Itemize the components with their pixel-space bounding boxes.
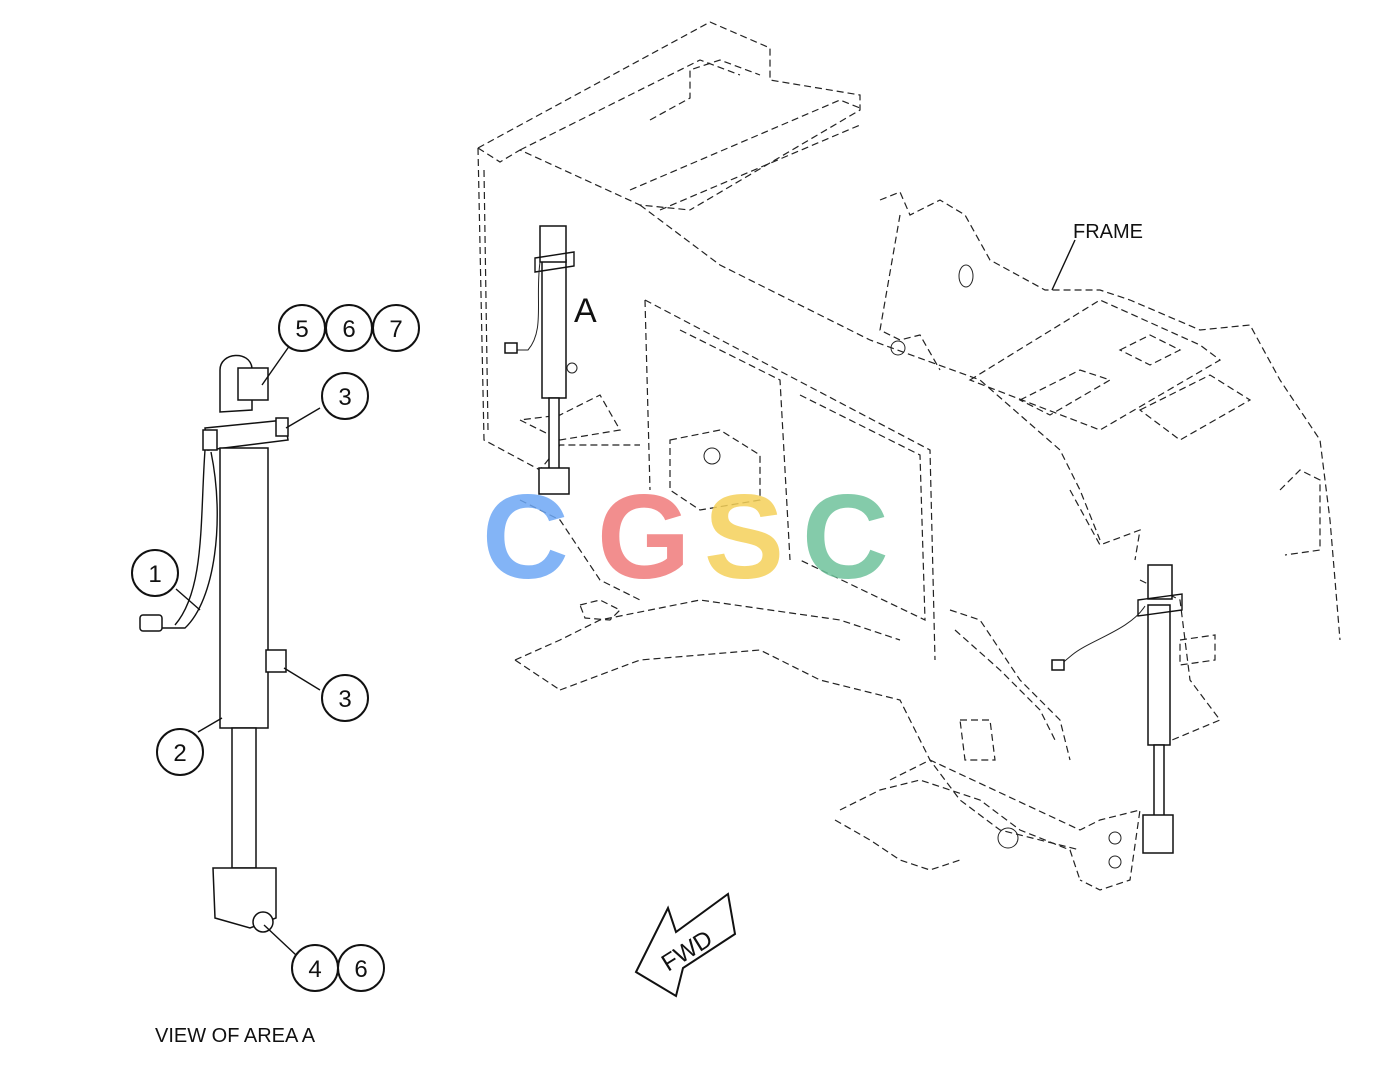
svg-text:7: 7: [389, 316, 402, 343]
callout-2: 2: [156, 728, 204, 776]
svg-text:3: 3: [338, 686, 351, 713]
callout-6-top: 6: [325, 304, 373, 352]
watermark-letter-1: C: [482, 470, 569, 604]
svg-text:6: 6: [342, 316, 355, 343]
view-caption: VIEW OF AREA A: [155, 1025, 316, 1047]
callout-3-lower: 3: [321, 674, 369, 722]
callout-3-top: 3: [321, 372, 369, 420]
frame-cylinder-area-a: [504, 225, 578, 495]
watermark-logo: C G S C: [482, 470, 889, 604]
callout-5: 5: [278, 304, 326, 352]
detail-cylinder: [139, 354, 289, 933]
frame-drawing: [477, 21, 1341, 891]
watermark-letter-3: S: [704, 470, 784, 604]
callout-6-bottom: 6: [337, 944, 385, 992]
frame-cylinder-right: [1051, 564, 1183, 854]
svg-text:6: 6: [354, 956, 367, 983]
watermark-letter-4: C: [802, 470, 889, 604]
area-a-label: A: [574, 292, 597, 330]
fwd-arrow: FWD: [634, 892, 737, 998]
svg-text:1: 1: [148, 561, 161, 588]
svg-text:2: 2: [173, 740, 186, 767]
svg-text:3: 3: [338, 384, 351, 411]
callout-7: 7: [372, 304, 420, 352]
callout-leaders: [175, 344, 321, 956]
callout-4: 4: [291, 944, 339, 992]
svg-text:4: 4: [308, 956, 321, 983]
frame-label: FRAME: [1073, 221, 1143, 243]
svg-text:5: 5: [295, 316, 308, 343]
callout-1: 1: [131, 549, 179, 597]
watermark-letter-2: G: [597, 470, 690, 604]
